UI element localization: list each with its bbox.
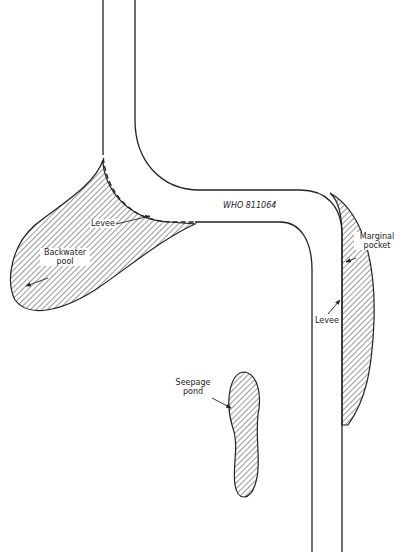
leader-arrow (212, 398, 231, 408)
river-bank (102, 0, 103, 150)
leader-arrow (346, 258, 356, 262)
marginal-pocket (330, 193, 374, 425)
leader-arrow (26, 278, 48, 286)
levee-label: Levee (90, 219, 116, 228)
levee-line (103, 150, 195, 222)
river-bank (135, 0, 342, 552)
seepage-pond (229, 372, 260, 497)
area-label: Seepage pond (172, 378, 214, 396)
figure-code: WHO 811064 (222, 201, 277, 210)
area-label: Backwater pool (40, 248, 90, 266)
leader-arrow (328, 300, 340, 314)
area-label: Marginal pocket (354, 232, 400, 250)
leader-arrow (116, 216, 150, 224)
levee-label: Levee (314, 316, 340, 325)
